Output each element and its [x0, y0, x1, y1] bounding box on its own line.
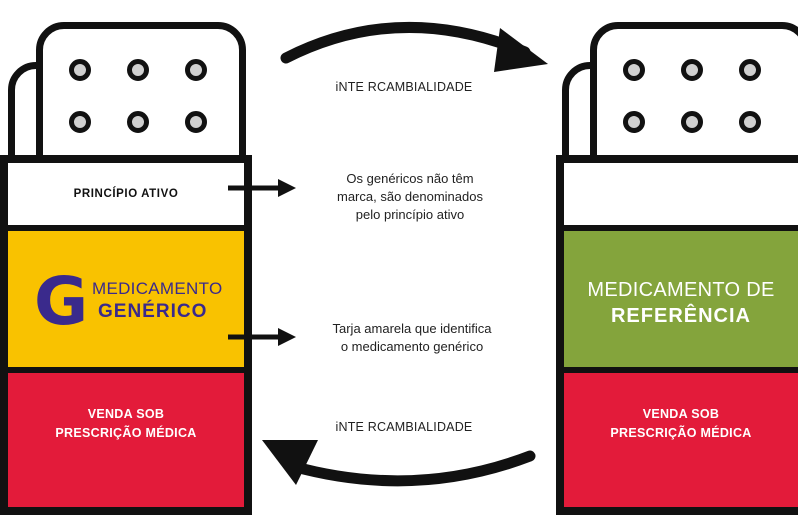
reference-name-line2: REFERÊNCIA [610, 305, 751, 327]
interchangeability-label-bottom: iNTE RCAMBIALIDADE [335, 420, 473, 434]
prescription-band: VENDA SOB PRESCRIÇÃO MÉDICA [8, 373, 244, 507]
prescription-label: VENDA SOB PRESCRIÇÃO MÉDICA [55, 407, 197, 440]
arrowhead-icon [494, 28, 548, 72]
generic-yellow-stripe: G MEDICAMENTO GENÉRICO [8, 231, 244, 373]
interchangeability-label-top: iNTE RCAMBIALIDADE [335, 80, 473, 94]
arrowhead-icon [262, 440, 318, 485]
pill-icon [623, 111, 645, 133]
pill-icon [127, 59, 149, 81]
generic-logo-letter: G [34, 263, 89, 340]
pill-icon [681, 111, 703, 133]
interchange-arrow-right-icon [280, 22, 531, 64]
flow-arrows [228, 22, 548, 487]
generic-name-line2: GENÉRICO [98, 301, 208, 322]
pill-icon [681, 59, 703, 81]
pill-icon [185, 59, 207, 81]
blister-cap [36, 22, 246, 162]
reference-package: MEDICAMENTO DE REFERÊNCIA VENDA SOB PRES… [556, 0, 798, 515]
pill-icon [739, 59, 761, 81]
pointer-arrowhead-icon [278, 179, 296, 197]
pill-icon [69, 59, 91, 81]
yellow-stripe-note: Tarja amarela que identifica o medicamen… [332, 321, 492, 354]
reference-green-stripe: MEDICAMENTO DE REFERÊNCIA [564, 231, 798, 373]
reference-white-band [564, 163, 798, 231]
pill-icon [185, 111, 207, 133]
reference-name-line1: MEDICAMENTO DE [587, 279, 775, 301]
prescription-band: VENDA SOB PRESCRIÇÃO MÉDICA [564, 373, 798, 507]
pill-icon [127, 111, 149, 133]
pill-icon [69, 111, 91, 133]
interchange-arrow-left-icon [286, 450, 536, 487]
active-ingredient-band: PRINCÍPIO ATIVO [8, 163, 244, 231]
active-ingredient-label: PRINCÍPIO ATIVO [73, 188, 179, 200]
generic-name-line1: MEDICAMENTO [92, 279, 223, 298]
reference-box: MEDICAMENTO DE REFERÊNCIA VENDA SOB PRES… [556, 155, 798, 515]
prescription-label: VENDA SOB PRESCRIÇÃO MÉDICA [610, 407, 752, 440]
pill-icon [623, 59, 645, 81]
pill-icon [739, 111, 761, 133]
active-ingredient-note: Os genéricos não têm marca, são denomina… [337, 171, 483, 222]
pointer-arrowhead-icon [278, 328, 296, 346]
